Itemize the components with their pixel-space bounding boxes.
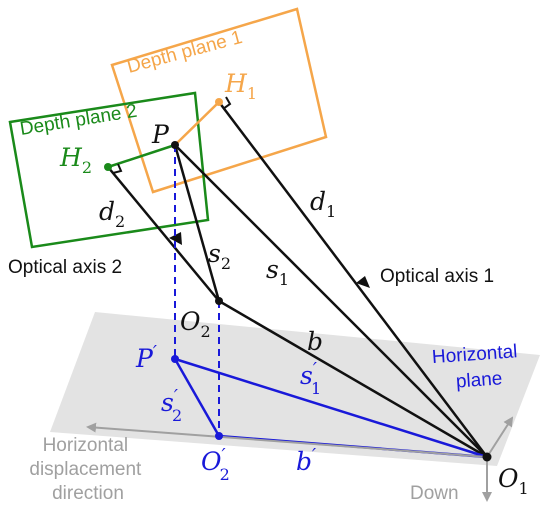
symbol-base: O	[201, 447, 222, 476]
p-prime-to-o2-prime-line	[173, 358, 221, 437]
symbol-prime: ′	[174, 386, 178, 407]
label-h2: H2	[59, 143, 92, 177]
point-h1	[215, 98, 223, 106]
optical-axis-2-arrowhead	[169, 232, 182, 245]
symbol-subscript: 2	[221, 254, 231, 273]
optical-axis-1-arrowhead	[356, 276, 370, 288]
label-s2-prime: s′2	[161, 386, 182, 425]
depth-plane-2-label: Depth plane 2	[18, 101, 138, 140]
label-s1-prime: s′1	[300, 359, 321, 398]
o2-to-h2-line	[107, 166, 220, 302]
symbol-base: O	[180, 307, 201, 336]
o1-to-h1-line	[218, 101, 488, 458]
symbol-subscript: 2	[82, 158, 92, 177]
label-p-prime: P′	[135, 342, 157, 373]
symbol-base: H	[59, 143, 83, 172]
symbol-prime: ′	[313, 359, 317, 380]
point-h2	[104, 163, 112, 171]
optical-axis-2-label: Optical axis 2	[8, 257, 122, 278]
symbol-base: O	[498, 464, 519, 493]
label-o2: O2	[180, 307, 211, 341]
symbol-prime: ′	[222, 445, 226, 466]
point-p	[171, 141, 179, 149]
label-b: b	[307, 327, 323, 356]
p-prime-to-o1-line	[174, 357, 488, 459]
symbol-base: s	[208, 239, 221, 268]
point-o2-prime	[215, 432, 223, 440]
symbol-base: P	[135, 344, 154, 373]
p-to-h2-line	[107, 143, 176, 169]
symbol-prime: ′	[312, 445, 316, 466]
symbol-base: s	[266, 255, 279, 284]
symbol-base: s	[300, 361, 313, 390]
symbol-base: H	[224, 69, 248, 98]
symbol-subscript: 2	[201, 322, 211, 341]
depth-plane-2	[8, 91, 210, 249]
label-b-prime: b′	[296, 445, 316, 476]
symbol-base: s	[161, 388, 174, 417]
label-d1: d1	[310, 187, 336, 221]
point-o1	[482, 452, 492, 462]
label-h1: H1	[224, 69, 257, 103]
symbol-subscript: 1	[247, 84, 257, 103]
right-angle-h1	[222, 96, 232, 110]
optical-axis-1-label: Optical axis 1	[380, 266, 494, 287]
label-s2: s2	[208, 239, 231, 273]
horizontal-plane	[50, 312, 540, 466]
label-d2: d2	[99, 197, 125, 231]
depth-plane-1	[110, 7, 328, 194]
symbol-subscript: 2	[220, 465, 230, 484]
symbol-subscript: 1	[279, 270, 289, 289]
label-s1: s1	[266, 255, 289, 289]
label-o1: O1	[498, 464, 529, 498]
horizontal-displacement-arrow	[86, 422, 488, 458]
symbol-base: d	[310, 187, 326, 216]
symbol-subscript: 1	[519, 479, 529, 498]
label-o2-prime: O′2	[201, 445, 230, 484]
third-axis-arrow	[486, 416, 514, 458]
point-o2	[215, 297, 223, 305]
symbol-subscript: 1	[311, 379, 321, 398]
symbol-base: b	[296, 447, 312, 476]
right-angle-h2	[112, 163, 123, 174]
symbol-base: P	[151, 120, 170, 149]
symbol-subscript: 1	[326, 202, 336, 221]
symbol-prime: ′	[153, 342, 157, 363]
down-label: Down	[410, 483, 459, 504]
o1-to-p-line	[174, 144, 488, 458]
o1-to-o2-line	[218, 299, 488, 459]
horizontal-displacement-label: Horizontal displacement direction	[29, 435, 146, 504]
point-p-prime	[171, 355, 179, 363]
symbol-base: d	[99, 197, 115, 226]
label-p: P	[151, 120, 170, 149]
o2-to-p-line	[173, 144, 221, 302]
p-to-h1-line	[174, 101, 220, 146]
symbol-subscript: 2	[172, 406, 182, 425]
symbol-base: b	[307, 327, 323, 356]
symbol-subscript: 2	[115, 212, 125, 231]
